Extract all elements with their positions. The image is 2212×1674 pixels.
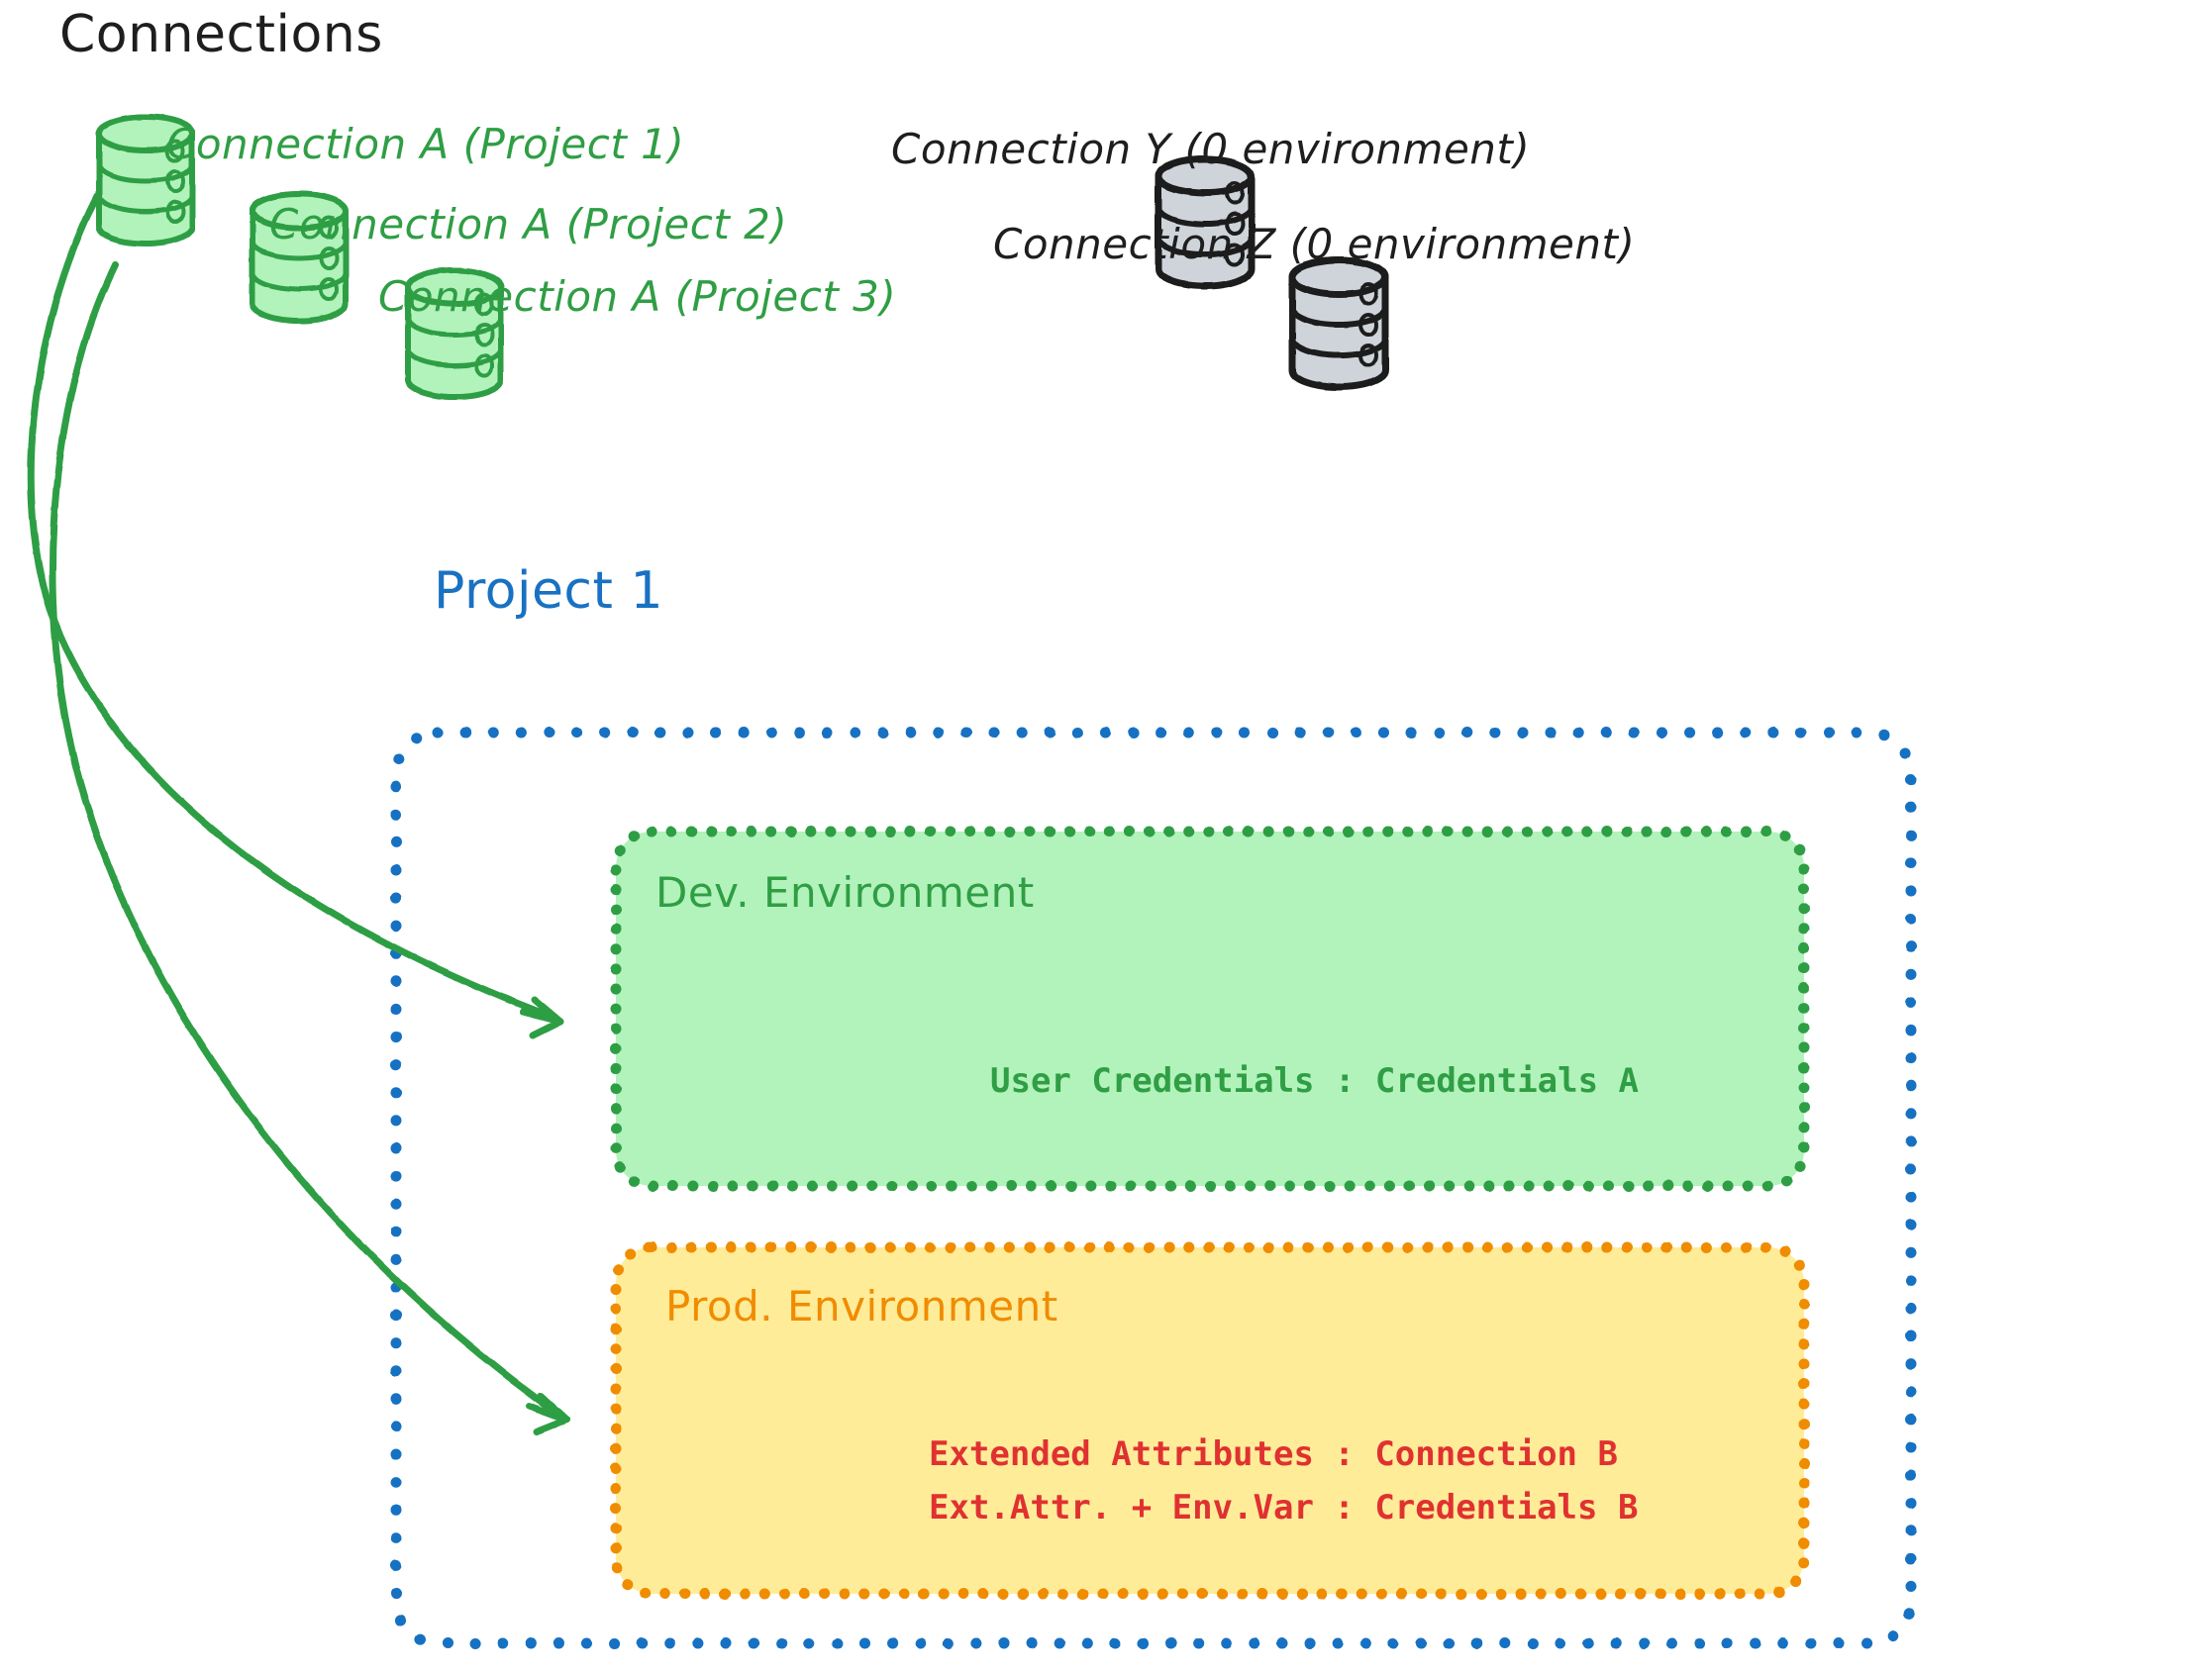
database-cylinder-icon-connection-a1: [96, 114, 195, 246]
prod-environment-entry-1: Ext.Attr. + Env.Var : Credentials B: [929, 1488, 1639, 1527]
connection-label-a1: Connection A (Project 1): [166, 120, 685, 168]
database-cylinder-icon-connection-z: [1288, 256, 1389, 391]
database-cylinder-icon-connection-y: [1155, 155, 1256, 290]
prod-environment-box: [610, 1241, 1810, 1600]
dev-environment-entry-0: User Credentials : Credentials A: [990, 1061, 1640, 1101]
connection-label-z: Connection Z (0 environment): [993, 220, 1636, 268]
dev-environment-title: Dev. Environment: [655, 868, 1035, 917]
prod-environment-title: Prod. Environment: [665, 1282, 1058, 1330]
project-title: Project 1: [434, 561, 664, 621]
database-cylinder-icon-connection-a3: [405, 267, 504, 400]
connection-label-a3: Connection A (Project 3): [378, 272, 897, 321]
dev-environment-box: [610, 826, 1810, 1192]
connection-label-a2: Connection A (Project 2): [269, 200, 788, 248]
page-title: Connections: [59, 5, 383, 64]
connection-label-y: Connection Y (0 environment): [891, 125, 1531, 173]
arrow-to-dev-environment: [27, 192, 564, 1039]
arrow-to-prod-environment: [49, 261, 570, 1435]
prod-environment-entry-0: Extended Attributes : Connection B: [929, 1434, 1618, 1474]
database-cylinder-icon-connection-a2: [250, 191, 349, 324]
